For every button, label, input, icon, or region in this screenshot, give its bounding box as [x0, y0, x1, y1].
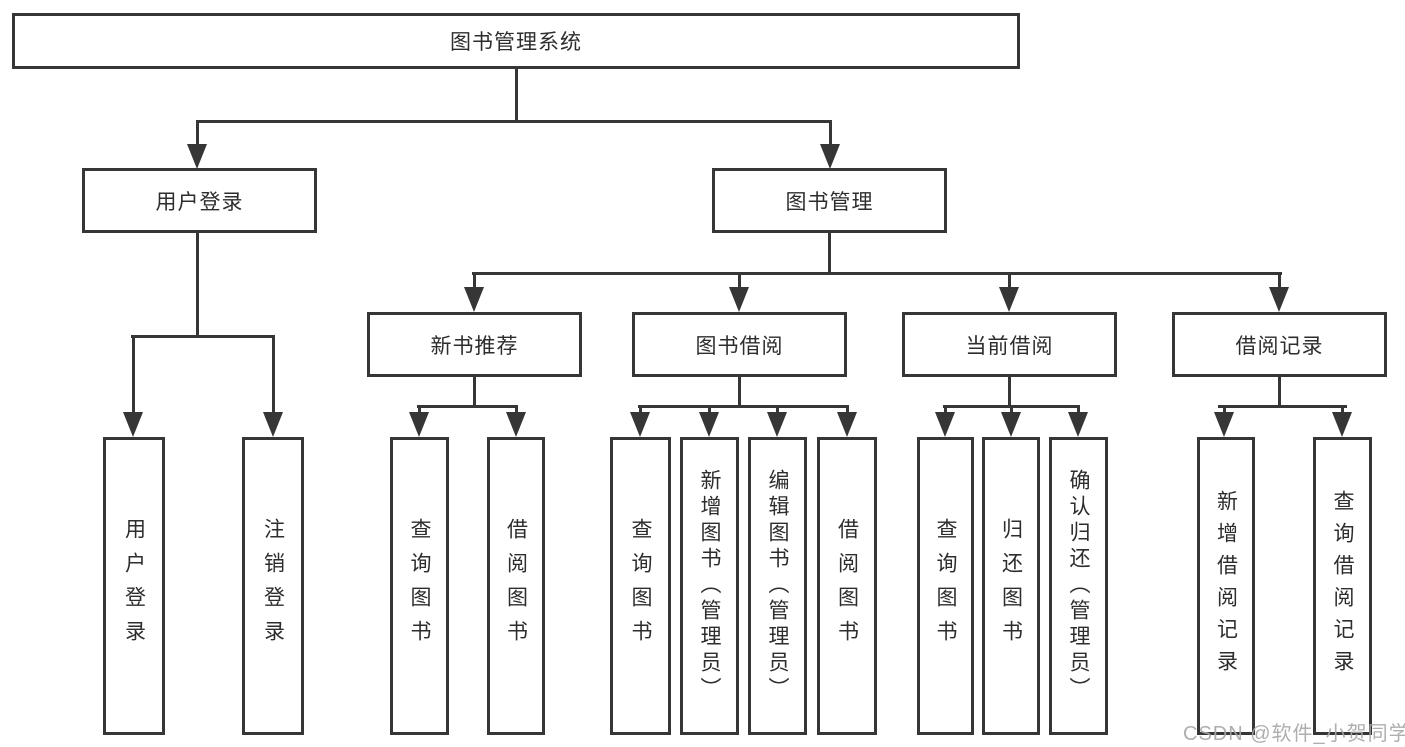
arrow-down-icon — [999, 274, 1019, 312]
leaf-label: 查询图书 — [629, 518, 652, 654]
node-book-borrow: 图书借阅 — [632, 312, 847, 377]
leaf-query-books-borrow: 查询图书 — [610, 437, 671, 735]
arrow-down-icon — [187, 122, 207, 169]
arrow-down-icon — [1001, 407, 1021, 437]
connector-userlogin-vline — [196, 233, 199, 338]
arrow-down-icon — [630, 407, 650, 437]
leaf-label: 归还图书 — [999, 518, 1023, 654]
arrow-down-icon — [464, 274, 484, 312]
connector-records-hline — [1218, 405, 1347, 408]
leaf-add-borrow-record: 新增借阅记录 — [1197, 437, 1255, 735]
leaf-label: 确认归还（管理员） — [1067, 469, 1090, 703]
arrow-down-icon — [729, 274, 749, 312]
connector-current-hline — [943, 405, 1080, 408]
leaf-logout: 注销登录 — [242, 437, 304, 735]
leaf-label: 查询图书 — [408, 518, 431, 654]
leaf-label: 新增图书（管理员） — [698, 469, 721, 703]
leaf-edit-book-admin: 编辑图书（管理员） — [748, 437, 807, 735]
leaf-label: 用户登录 — [122, 518, 146, 654]
connector-records-vline — [1278, 377, 1281, 408]
node-new-book-recommend: 新书推荐 — [367, 312, 582, 377]
leaf-return-book: 归还图书 — [982, 437, 1040, 735]
leaf-add-book-admin: 新增图书（管理员） — [680, 437, 739, 735]
node-borrow-records: 借阅记录 — [1172, 312, 1387, 377]
arrow-down-icon — [506, 407, 526, 437]
connector-recommend-vline — [473, 377, 476, 408]
arrow-down-icon — [1269, 274, 1289, 312]
leaf-confirm-return-admin: 确认归还（管理员） — [1049, 437, 1108, 735]
leaf-query-books-recommend: 查询图书 — [390, 437, 449, 735]
leaf-label: 编辑图书（管理员） — [766, 469, 789, 703]
arrow-down-icon — [123, 337, 143, 437]
connector-bookmgmt-hline — [472, 272, 1282, 275]
node-user-login: 用户登录 — [82, 168, 317, 233]
leaf-query-books-current: 查询图书 — [917, 437, 974, 735]
arrow-down-icon — [935, 407, 955, 437]
node-root: 图书管理系统 — [12, 13, 1020, 69]
connector-borrow-hline — [638, 405, 849, 408]
node-book-management: 图书管理 — [712, 168, 947, 233]
leaf-user-login: 用户登录 — [103, 437, 165, 735]
leaf-label: 借阅图书 — [835, 518, 859, 654]
connector-root-hline — [196, 120, 832, 123]
leaf-label: 借阅图书 — [504, 518, 528, 654]
watermark: CSDN @软件_小贺同学 — [1183, 723, 1405, 745]
connector-bookmgmt-vline — [828, 233, 831, 274]
leaf-label: 注销登录 — [261, 518, 285, 654]
leaf-label: 查询图书 — [934, 518, 957, 654]
arrow-down-icon — [837, 407, 857, 437]
connector-userlogin-hline — [131, 335, 275, 338]
leaf-label: 查询借阅记录 — [1331, 490, 1354, 682]
leaf-borrow-books-recommend: 借阅图书 — [487, 437, 545, 735]
connector-root-vline — [515, 69, 518, 122]
arrow-down-icon — [1214, 407, 1234, 437]
connector-borrow-vline — [738, 377, 741, 408]
arrow-down-icon — [820, 122, 840, 169]
leaf-label: 新增借阅记录 — [1214, 490, 1238, 682]
arrow-down-icon — [1068, 407, 1088, 437]
node-current-borrow: 当前借阅 — [902, 312, 1117, 377]
arrow-down-icon — [699, 407, 719, 437]
arrow-down-icon — [409, 407, 429, 437]
connector-current-vline — [1008, 377, 1011, 408]
leaf-query-borrow-record: 查询借阅记录 — [1313, 437, 1372, 735]
leaf-borrow-books: 借阅图书 — [817, 437, 877, 735]
arrow-down-icon — [263, 337, 283, 437]
connector-recommend-hline — [417, 405, 518, 408]
arrow-down-icon — [767, 407, 787, 437]
arrow-down-icon — [1332, 407, 1352, 437]
